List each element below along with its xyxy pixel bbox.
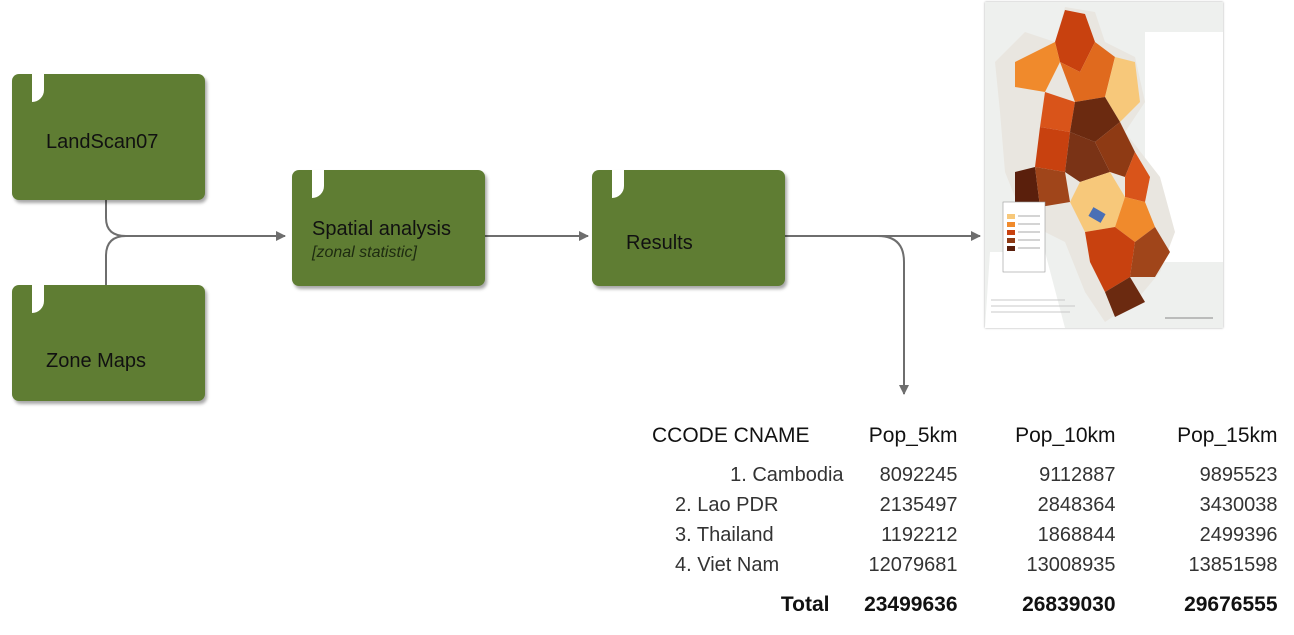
folder-tab-notch: [32, 285, 44, 313]
spatial-analysis-label: Spatial analysis: [312, 218, 451, 240]
pop-15km-value: 2499396: [1199, 524, 1278, 546]
population-map-thumbnail: [985, 2, 1223, 328]
pop-5km-value: 12079681: [868, 554, 958, 576]
pop-10km-value: 1868844: [1037, 524, 1116, 546]
spatial-analysis-sublabel: [zonal statistic]: [312, 244, 417, 261]
folder-tab-notch: [312, 170, 324, 198]
pop-5km-value: 1192212: [881, 524, 958, 546]
pop-15km-value: 3430038: [1199, 494, 1278, 516]
pop-10km-value: 9112887: [1039, 464, 1116, 486]
table-row: 3. Thailand 1192212 1868844 2499396: [652, 520, 1278, 550]
pop-10km-value: 13008935: [1026, 554, 1116, 576]
table-row: 2. Lao PDR 2135497 2848364 3430038: [652, 490, 1278, 520]
pop-5km-value: 2135497: [879, 494, 958, 516]
country-name: 2. Lao PDR: [675, 494, 779, 516]
choropleth-map: [985, 2, 1223, 328]
country-name: 4. Viet Nam: [675, 554, 780, 576]
country-name: 1. Cambodia: [730, 464, 844, 486]
zone-maps-label: Zone Maps: [46, 350, 147, 372]
results-label: Results: [626, 232, 693, 254]
results-node[interactable]: Results: [592, 170, 785, 286]
pop-15km-value: 13851598: [1188, 554, 1278, 576]
total-pop-15km: 29676555: [1184, 593, 1278, 616]
connector-landscan-merge: [105, 200, 127, 237]
population-table: CCODE CNAME Pop_5km Pop_10km Pop_15km 1.…: [652, 424, 1278, 620]
folder-tab-notch: [612, 170, 624, 198]
spatial-analysis-node[interactable]: Spatial analysis [zonal statistic]: [292, 170, 485, 286]
landscan-node[interactable]: LandScan07: [12, 74, 205, 200]
pop-5km-value: 8092245: [879, 464, 958, 486]
folder-tab-notch: [32, 74, 44, 102]
header-pop-5km: Pop_5km: [868, 424, 958, 447]
table-row: 1. Cambodia 8092245 9112887 9895523: [652, 460, 1278, 490]
table-total-row: Total 23499636 26839030 29676555: [652, 580, 1278, 620]
header-pop-15km: Pop_15km: [1177, 424, 1278, 447]
pop-15km-value: 9895523: [1199, 464, 1278, 486]
landscan-label: LandScan07: [46, 131, 159, 153]
zone-maps-node[interactable]: Zone Maps: [12, 285, 205, 401]
total-pop-5km: 23499636: [864, 593, 958, 616]
connector-zonemaps-merge: [105, 235, 127, 285]
arrow-to-table: [877, 235, 909, 395]
table-row: 4. Viet Nam 12079681 13008935 13851598: [652, 550, 1278, 580]
pop-10km-value: 2848364: [1037, 494, 1116, 516]
total-pop-10km: 26839030: [1022, 593, 1116, 616]
total-label: Total: [780, 593, 830, 616]
header-pop-10km: Pop_10km: [1015, 424, 1116, 447]
header-ccode-cname: CCODE CNAME: [652, 424, 810, 447]
table-header-row: CCODE CNAME Pop_5km Pop_10km Pop_15km: [652, 424, 1278, 460]
country-name: 3. Thailand: [675, 524, 774, 546]
